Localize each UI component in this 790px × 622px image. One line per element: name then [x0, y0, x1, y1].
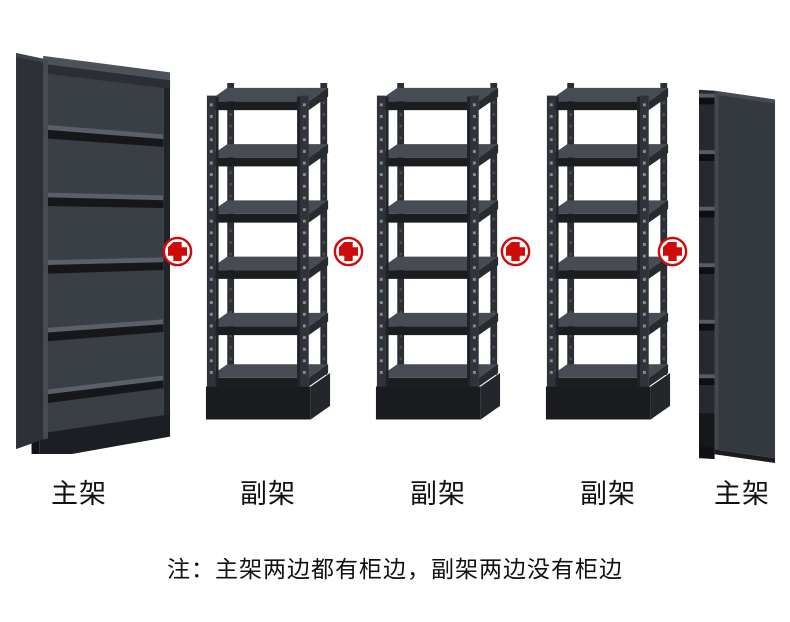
unit-label-5: 主架: [714, 479, 770, 510]
shelf-unit-3: [374, 82, 502, 440]
sub-frame-illustration: [204, 82, 332, 436]
main-frame-illustration: [14, 52, 174, 454]
plus-icon: [333, 236, 364, 267]
unit-label-4: 副架: [580, 479, 636, 510]
plus-icon: [657, 236, 688, 267]
shelf-unit-2: [204, 82, 332, 440]
unit-label-2: 副架: [240, 479, 296, 510]
note-text: 注：主架两边都有柜边，副架两边没有柜边: [167, 557, 623, 583]
shelf-unit-1: [14, 52, 174, 458]
unit-label-1: 主架: [51, 479, 107, 510]
shelf-unit-4: [544, 82, 672, 440]
plus-icon: [500, 236, 531, 267]
main-frame-side-illustration: [699, 82, 777, 464]
plus-icon: [162, 236, 193, 267]
sub-frame-illustration: [544, 82, 672, 436]
unit-label-3: 副架: [410, 479, 466, 510]
shelf-unit-5: [699, 82, 777, 468]
sub-frame-illustration: [374, 82, 502, 436]
